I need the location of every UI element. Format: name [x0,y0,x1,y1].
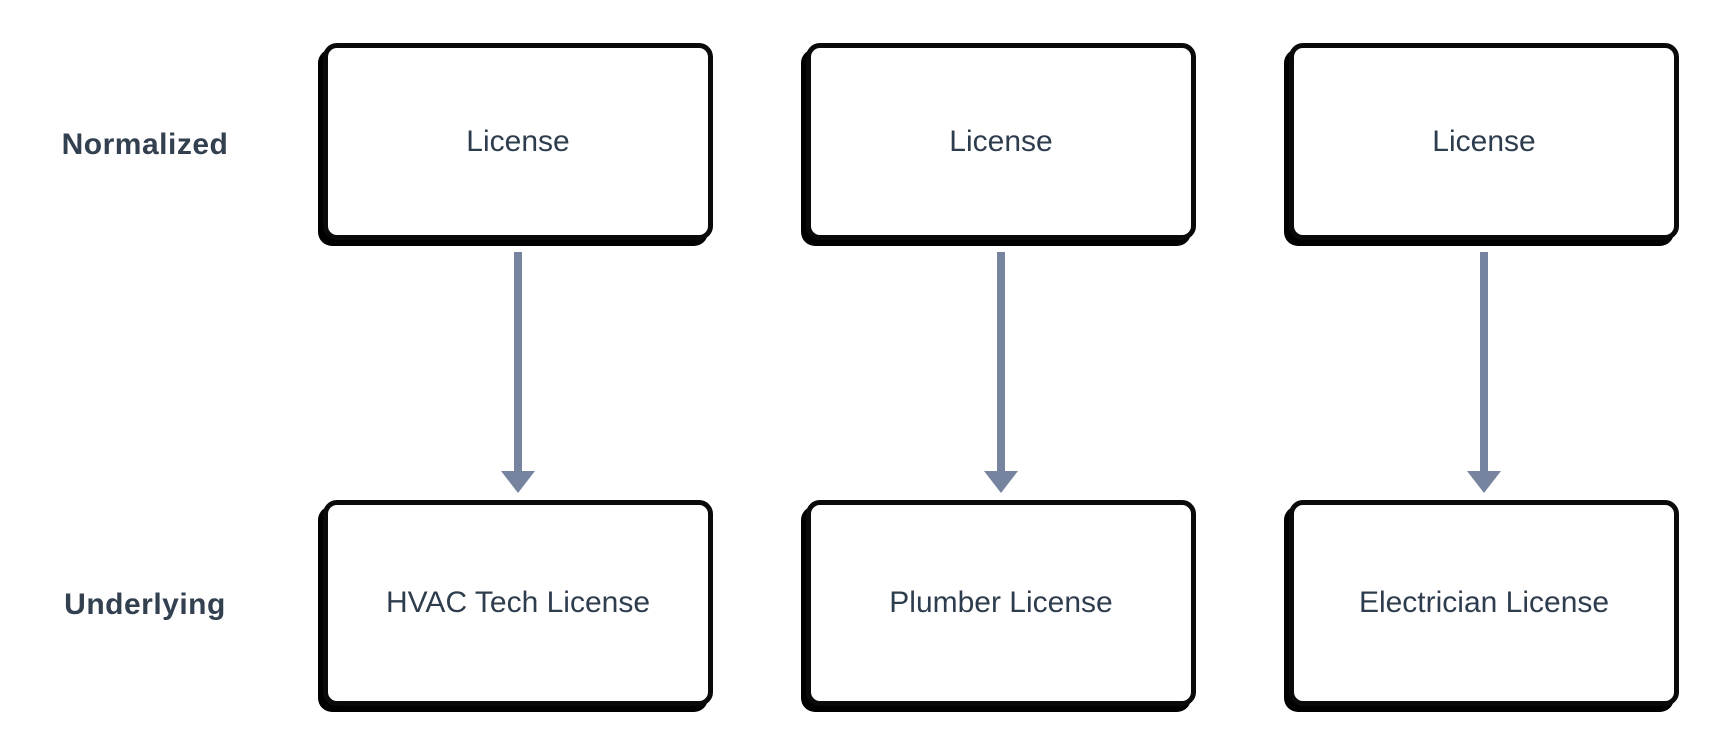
connector-down-arrow-3 [1467,252,1501,493]
normalized-license-box-1: License [323,43,713,240]
underlying-plumber-license-box: Plumber License [806,500,1196,706]
underlying-hvac-tech-license-label: HVAC Tech License [385,586,651,619]
arrow-line [997,252,1005,471]
underlying-electrician-license-box: Electrician License [1289,500,1679,706]
arrow-head-icon [501,471,535,493]
connector-down-arrow-1 [501,252,535,493]
normalized-license-box-2: License [806,43,1196,240]
arrow-line [1480,252,1488,471]
arrow-line [514,252,522,471]
underlying-hvac-tech-license-box: HVAC Tech License [323,500,713,706]
normalized-license-label-3: License [1432,124,1536,158]
normalized-license-box-3: License [1289,43,1679,240]
underlying-electrician-license-label: Electrician License [1358,586,1610,619]
row-label-normalized: Normalized [61,128,229,161]
arrow-head-icon [1467,471,1501,493]
underlying-plumber-license-label: Plumber License [889,586,1113,619]
connector-down-arrow-2 [984,252,1018,493]
row-label-underlying: Underlying [64,588,226,621]
normalized-license-label-1: License [466,124,570,158]
normalized-license-label-2: License [949,124,1053,158]
arrow-head-icon [984,471,1018,493]
